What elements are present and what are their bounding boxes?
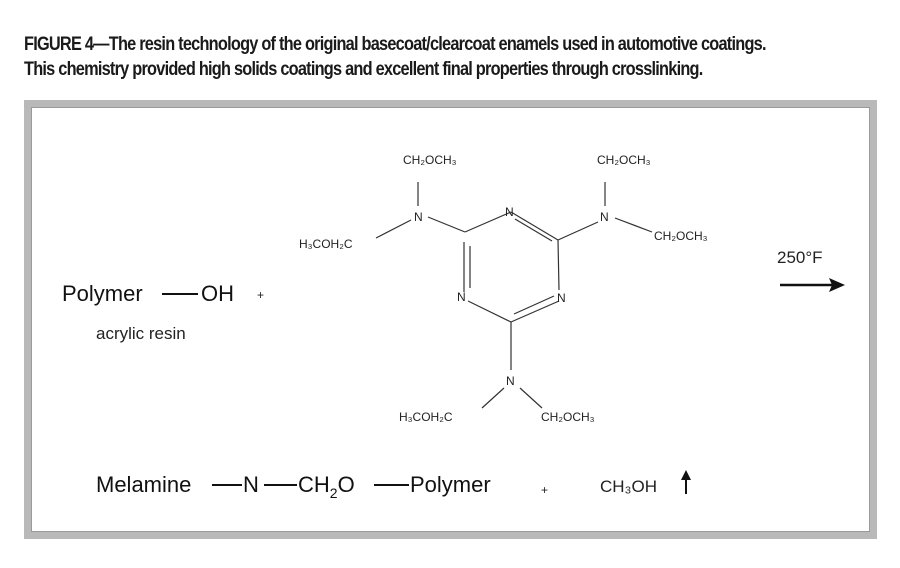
bond-to-left-group: [375, 219, 412, 239]
group-top-right: CH₂OCH₃: [597, 153, 651, 167]
caption-line-1: FIGURE 4—The resin technology of the ori…: [24, 34, 767, 55]
reactant-oh-label: OH: [201, 281, 234, 306]
product-methanol-label: CH₃OH: [600, 477, 657, 496]
amine-n-upper-right: N: [600, 210, 609, 224]
group-bottom-right: CH₂OCH₃: [541, 410, 595, 424]
bond-to-right-group: [614, 217, 653, 233]
bond-to-bottom-right-group: [519, 387, 543, 409]
product-plus-sign: +: [541, 483, 548, 497]
reaction-diagram-frame: [24, 100, 877, 539]
product-ch2o-group: CH2O: [298, 472, 355, 501]
product-n-label: N: [243, 472, 259, 497]
figure-caption: FIGURE 4—The resin technology of the ori…: [24, 32, 767, 82]
amine-n-upper-left: N: [414, 210, 423, 224]
bond-ring-to-right-amine: [557, 221, 599, 241]
reactant-plus-sign: +: [257, 288, 264, 302]
group-right: CH₂OCH₃: [654, 229, 708, 243]
caption-line-2: This chemistry provided high solids coat…: [24, 59, 703, 80]
reactant-polymer-label: Polymer: [62, 281, 143, 306]
acrylic-resin-caption: acrylic resin: [96, 324, 186, 343]
product-polymer-label: Polymer: [410, 472, 491, 497]
ring-n-top: N: [505, 205, 514, 219]
amine-n-bottom: N: [506, 374, 515, 388]
reaction-temperature-label: 250°F: [777, 248, 823, 267]
bond-to-bottom-left-group: [481, 387, 505, 409]
group-bottom-left: H₃COH₂C: [399, 410, 453, 424]
group-top-left: CH₂OCH₃: [403, 153, 457, 167]
ring-n-right: N: [557, 291, 566, 305]
gas-evolution-arrow-icon: [681, 470, 691, 494]
product-melamine-label: Melamine: [96, 472, 191, 497]
group-left: H₃COH₂C: [299, 237, 353, 251]
bond-ring-to-left-amine: [427, 216, 466, 233]
reaction-arrow-icon: [780, 278, 845, 292]
ring-n-left: N: [457, 290, 466, 304]
triazine-ring: [463, 211, 560, 323]
